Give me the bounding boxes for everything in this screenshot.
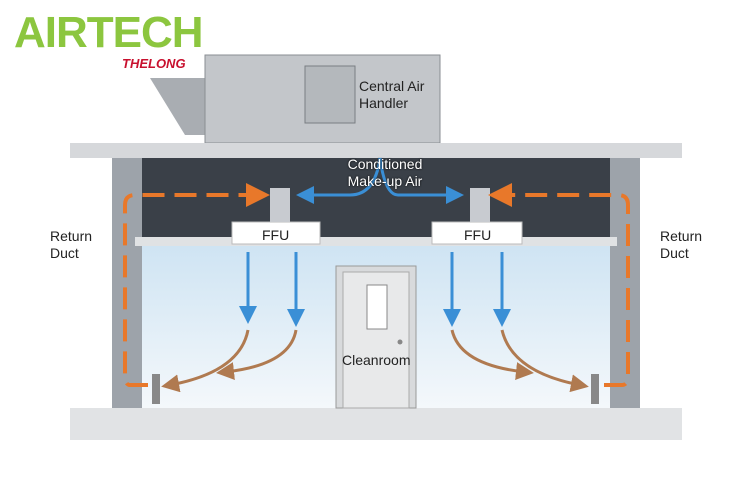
return-duct-label-left: Return Duct bbox=[50, 228, 93, 261]
return-duct-label-right: Return Duct bbox=[660, 228, 703, 261]
ceiling-slab bbox=[135, 237, 617, 246]
air-handler-label: Central Air Handler bbox=[359, 78, 425, 111]
air-handler bbox=[150, 54, 441, 144]
thelong-logo: THELONG bbox=[122, 56, 186, 71]
cleanroom-label: Cleanroom bbox=[342, 352, 411, 368]
makeup-air-label: Conditioned Make-up Air bbox=[347, 156, 423, 189]
floor-slab bbox=[70, 408, 682, 440]
return-air-arrows bbox=[123, 183, 630, 387]
roof-slab bbox=[70, 143, 682, 158]
supply-air-arrows bbox=[239, 157, 511, 327]
ffu-right-label: FFU bbox=[464, 227, 492, 243]
airtech-logo: AIRTECH bbox=[14, 8, 204, 57]
door bbox=[335, 265, 417, 409]
ffu-left-label: FFU bbox=[262, 227, 290, 243]
